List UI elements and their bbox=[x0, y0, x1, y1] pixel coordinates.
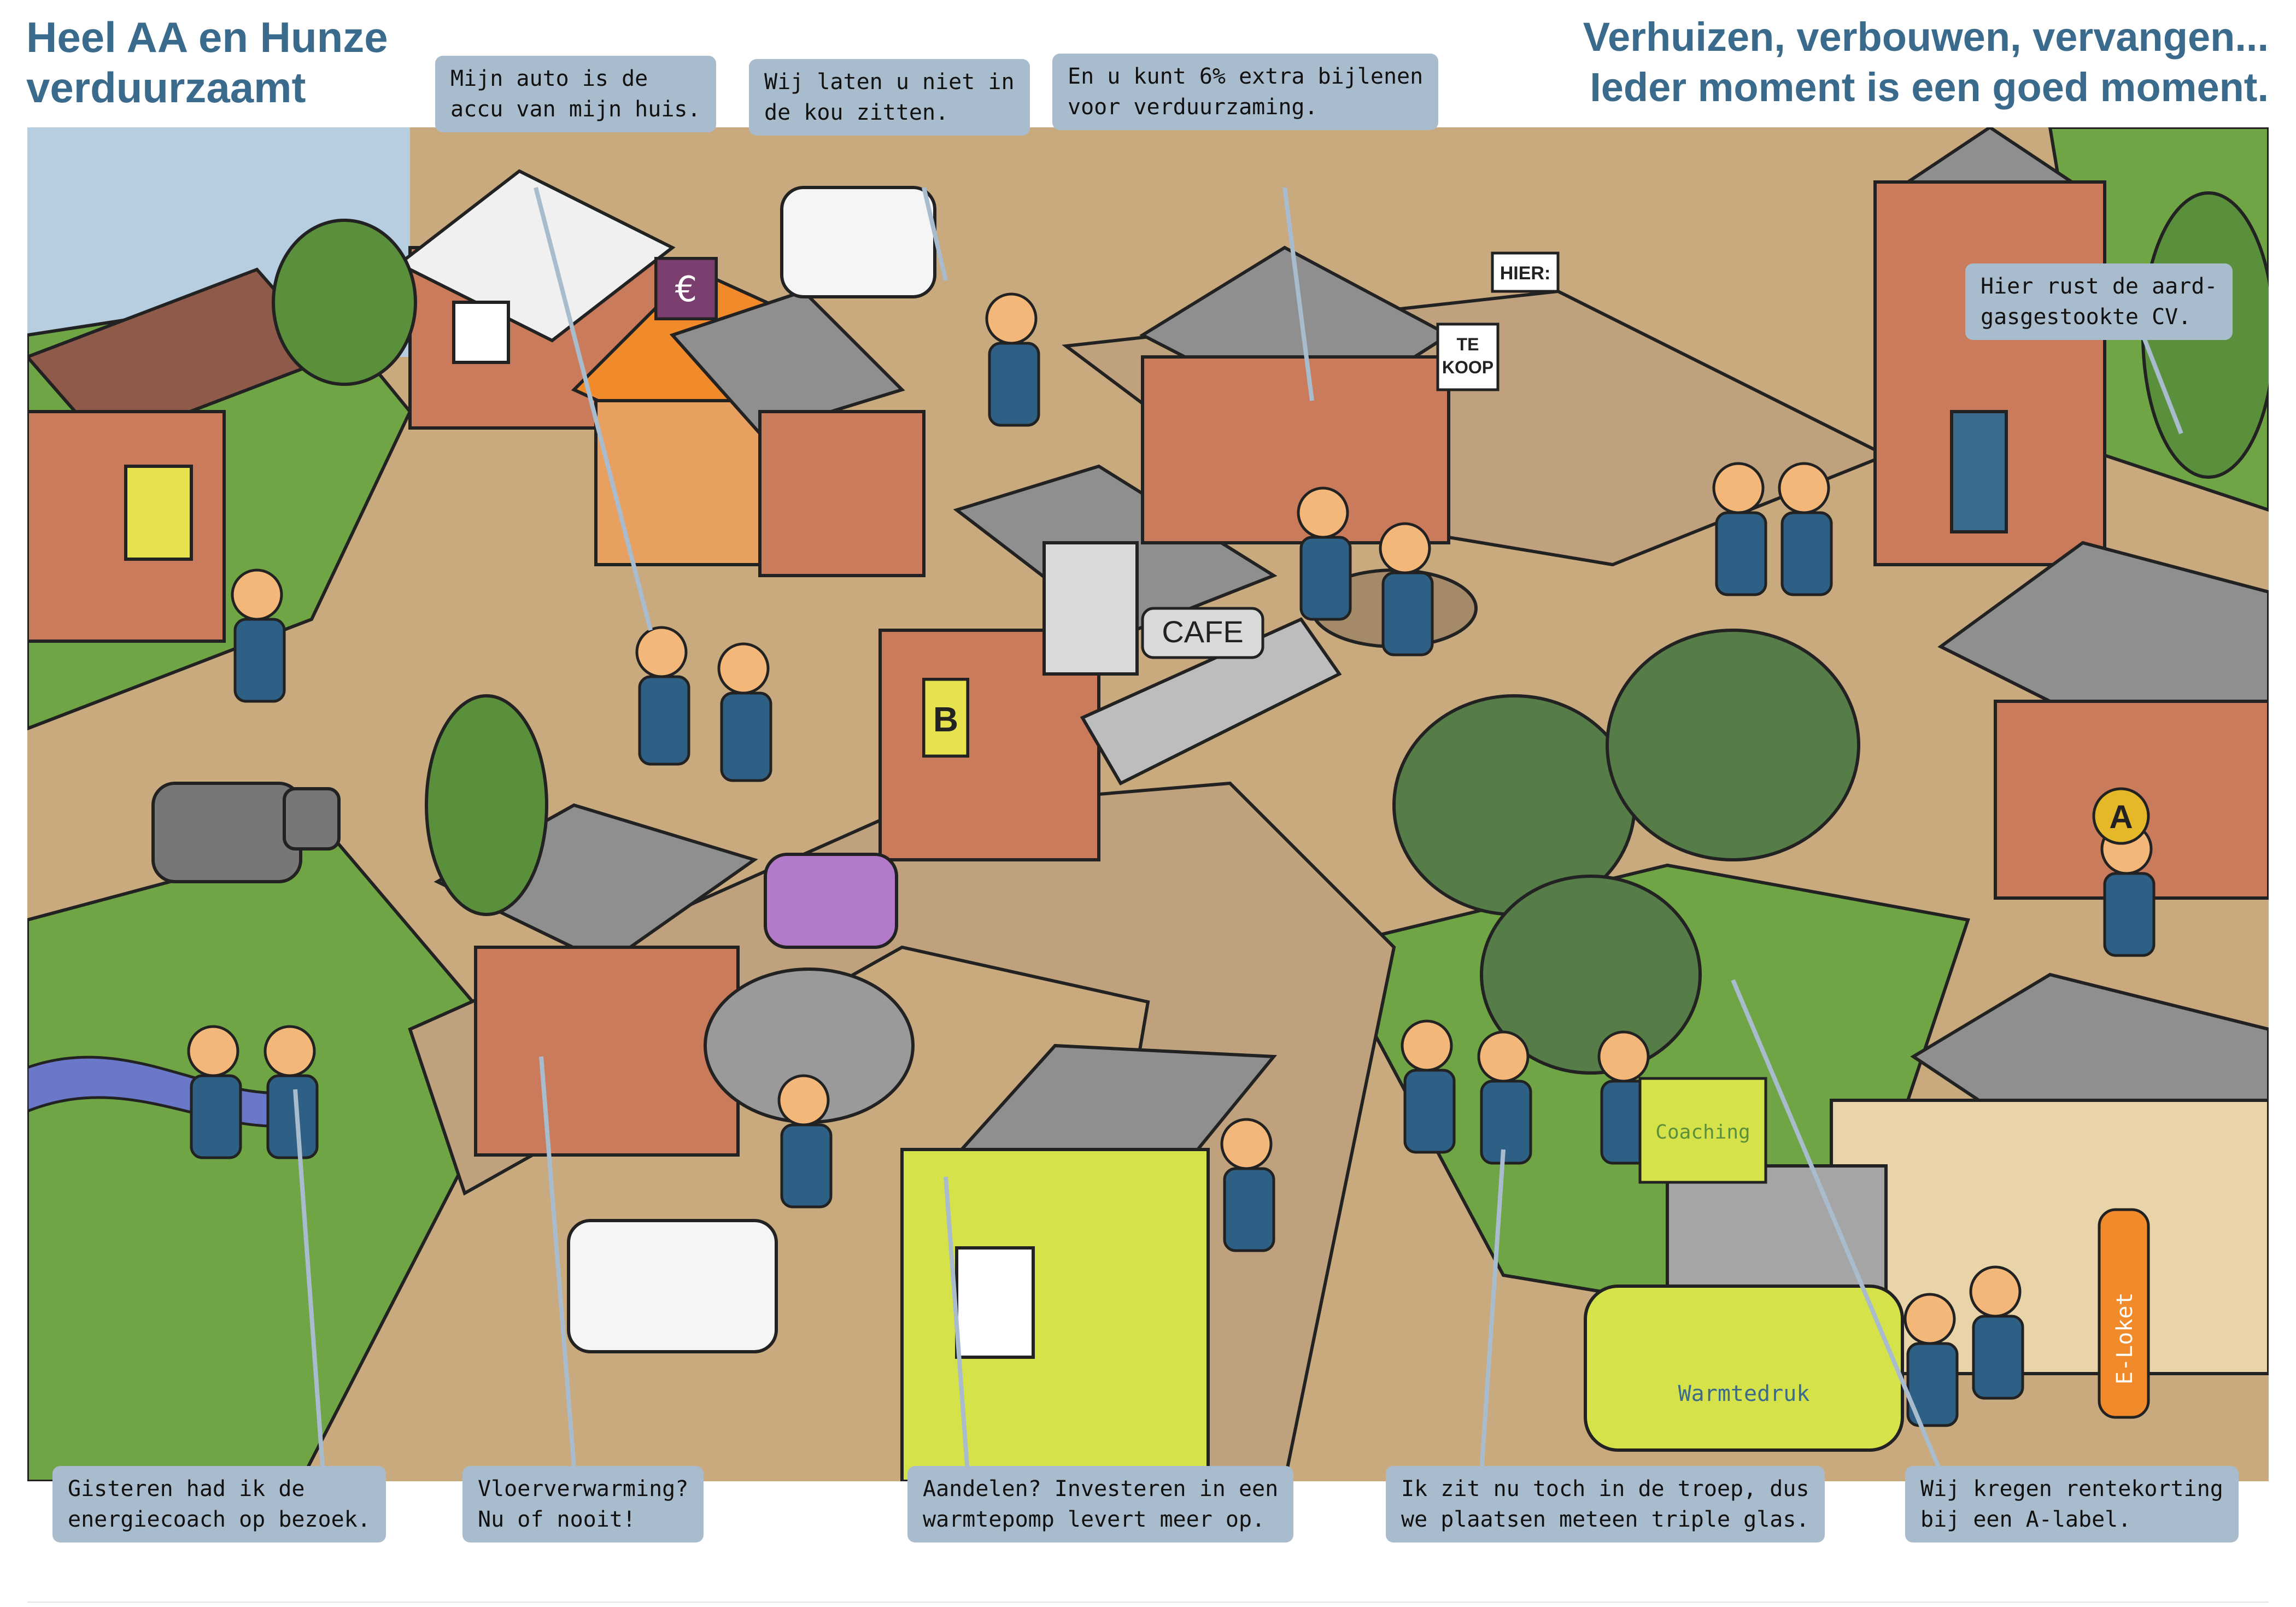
coaching-sign: Coaching bbox=[1638, 1077, 1767, 1184]
people bbox=[187, 292, 2156, 1427]
label-b-sign: B bbox=[922, 678, 969, 758]
header-tagline: Verhuizen, verbouwen, vervangen... Ieder… bbox=[1583, 12, 2269, 113]
label-a: A bbox=[2109, 799, 2133, 835]
euro-sign: € bbox=[654, 257, 718, 320]
euro-label: € bbox=[675, 269, 698, 310]
house-grey-roof bbox=[669, 289, 926, 577]
title-line-2: verduurzaamt bbox=[26, 63, 306, 112]
cafe-label: CAFE bbox=[1162, 614, 1243, 649]
koop-label: KOOP bbox=[1442, 357, 1493, 377]
e-loket-flag: E-Loket bbox=[2098, 1208, 2150, 1419]
bubble-energiecoach: Gisteren had ik de energiecoach op bezoe… bbox=[52, 1466, 386, 1543]
house-bottom-right bbox=[1830, 972, 2269, 1375]
e-loket-label: E-Loket bbox=[2112, 1292, 2137, 1385]
label-a-rosette: A bbox=[2092, 787, 2150, 845]
bubble-vloerverwarming: Vloerverwarming? Nu of nooit! bbox=[462, 1466, 704, 1543]
bubble-triple-glas: Ik zit nu toch in de troep, dus we plaat… bbox=[1386, 1466, 1825, 1543]
bubble-rentekorting: Wij kregen rentekorting bij een A-label. bbox=[1905, 1466, 2239, 1543]
cow bbox=[151, 782, 341, 883]
bottom-divider bbox=[27, 1602, 2269, 1603]
header-title: Heel AA en Hunze verduurzaamt bbox=[26, 12, 388, 113]
house-left bbox=[27, 267, 337, 643]
tagline-line-1: Verhuizen, verbouwen, vervangen... bbox=[1583, 14, 2269, 60]
hier-label: HIER: bbox=[1500, 263, 1551, 284]
te-koop-sign: TE KOOP bbox=[1436, 322, 1500, 391]
grass-left-bottom bbox=[27, 836, 522, 1481]
bubble-cv: Hier rust de aard- gasgestookte CV. bbox=[1965, 263, 2233, 340]
vehicles bbox=[567, 186, 1904, 1452]
house-top-center bbox=[1139, 245, 1452, 544]
bubble-auto-accu: Mijn auto is de accu van mijn huis. bbox=[435, 56, 716, 132]
hier-sign: HIER: bbox=[1491, 251, 1560, 293]
label-b: B bbox=[933, 700, 958, 739]
pointer-lines bbox=[293, 186, 2183, 1473]
trees bbox=[272, 191, 2269, 1075]
bubble-aandelen: Aandelen? Investeren in een warmtepomp l… bbox=[907, 1466, 1294, 1543]
village-illustration: CAFE HIER: TE KOOP € B A Coaching Warmte… bbox=[27, 127, 2269, 1481]
coaching-label: Coaching bbox=[1655, 1121, 1750, 1143]
church bbox=[1873, 127, 2106, 566]
bubble-bijlenen: En u kunt 6% extra bijlenen voor verduur… bbox=[1052, 54, 1439, 130]
house-center bbox=[434, 803, 758, 1157]
te-label: TE bbox=[1457, 335, 1479, 354]
bubble-kou: Wij laten u niet in de kou zitten. bbox=[749, 59, 1030, 136]
cafe-sign: CAFE bbox=[1141, 607, 1264, 659]
warmtedruk-label: Warmtedruk bbox=[1678, 1381, 1810, 1406]
tagline-line-2: Ieder moment is een goed moment. bbox=[1590, 64, 2269, 110]
house-yellow bbox=[900, 1043, 1278, 1481]
title-line-1: Heel AA en Hunze bbox=[26, 13, 388, 61]
